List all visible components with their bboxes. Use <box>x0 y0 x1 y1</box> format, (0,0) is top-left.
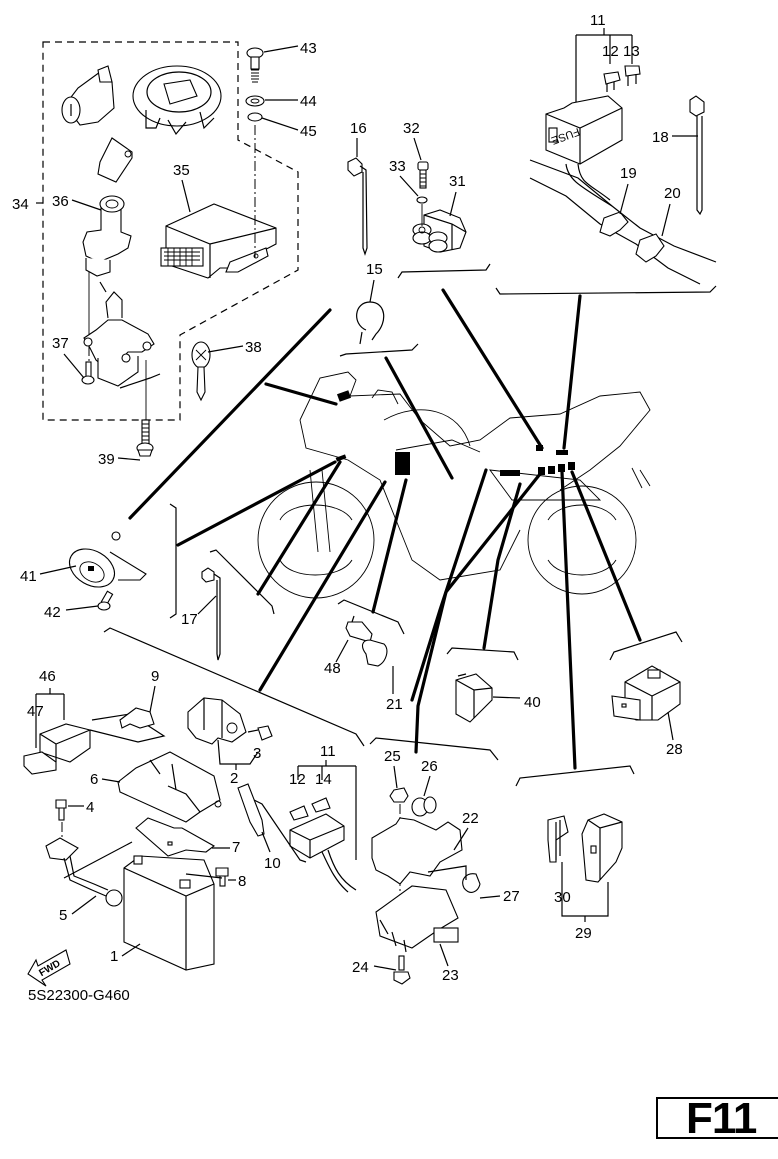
horn-part: 41 <box>20 531 147 588</box>
callout-11-top: 11 <box>590 12 606 29</box>
cable-tie-17: 17 <box>181 549 275 661</box>
callout-39: 39 <box>98 451 115 468</box>
forward-direction-arrow: FWD <box>27 949 71 987</box>
callout-19: 19 <box>620 165 637 182</box>
callout-22: 22 <box>462 810 479 827</box>
callout-48: 48 <box>324 660 341 677</box>
callout-46: 46 <box>39 668 56 685</box>
callout-5: 5 <box>59 907 67 924</box>
callout-26: 26 <box>421 758 438 775</box>
callout-12-top: 12 <box>602 43 619 60</box>
fuel-cap-part <box>132 65 222 136</box>
cable-tie-16: 16 <box>347 120 368 256</box>
callout-16: 16 <box>350 120 367 137</box>
callout-11-bottom: 11 <box>320 743 336 760</box>
callout-1: 1 <box>110 948 118 965</box>
callout-41: 41 <box>20 568 37 585</box>
callout-32: 32 <box>403 120 420 137</box>
callout-15: 15 <box>366 261 383 278</box>
callout-3: 3 <box>253 745 261 762</box>
callout-27: 27 <box>503 888 520 905</box>
ignition-lock-part <box>83 291 161 420</box>
battery-group: 46 47 9 2 3 6 10 11 12 14 <box>23 627 365 971</box>
hardware-43-45: 43 44 45 <box>245 40 317 258</box>
relay-bracket-31: 31 <box>412 173 467 253</box>
callout-6: 6 <box>90 771 98 788</box>
callout-2: 2 <box>230 770 238 787</box>
key-part: 38 <box>191 339 262 402</box>
seat-lock-part <box>61 65 115 126</box>
main-switch-part: 36 <box>52 193 132 340</box>
callout-40: 40 <box>524 694 541 711</box>
leader-lines <box>128 288 642 770</box>
bolt-32-washer-33: 32 33 <box>389 120 491 279</box>
callout-29: 29 <box>575 925 592 942</box>
part-diagram-code: 5S22300-G460 <box>28 987 130 1004</box>
callout-10: 10 <box>264 855 281 872</box>
callout-24: 24 <box>352 959 369 976</box>
callout-13: 13 <box>623 43 640 60</box>
callout-14: 14 <box>315 771 332 788</box>
callout-25: 25 <box>384 748 401 765</box>
callout-4: 4 <box>86 799 94 816</box>
clamp-48-21: 48 21 <box>324 599 405 713</box>
callout-36: 36 <box>52 193 69 210</box>
callout-47: 47 <box>27 703 44 720</box>
bolt-39: 39 <box>98 419 154 468</box>
callout-43: 43 <box>300 40 317 57</box>
relay-40: 40 <box>446 647 541 723</box>
callout-18: 18 <box>652 129 669 146</box>
callout-31: 31 <box>449 173 466 190</box>
callout-34: 34 <box>12 196 29 213</box>
callout-20: 20 <box>664 185 681 202</box>
callout-9: 9 <box>151 668 159 685</box>
module-28: 28 <box>609 631 683 758</box>
screw-37: 37 <box>52 335 95 385</box>
callout-8: 8 <box>238 873 246 890</box>
bracket-group-22-27: 25 26 22 23 27 24 <box>352 737 520 985</box>
clamp-15: 15 <box>339 261 419 357</box>
relay-29-30: 30 29 <box>515 765 635 942</box>
lock-set-group: 34 <box>12 41 299 421</box>
callout-33: 33 <box>389 158 406 175</box>
callout-28: 28 <box>666 741 683 758</box>
callout-37: 37 <box>52 335 69 352</box>
bolt-42: 42 <box>44 590 114 621</box>
callout-42: 42 <box>44 604 61 621</box>
fuse-box-group: 11 12 13 FUSE 19 20 18 <box>495 12 717 295</box>
callout-12-bottom: 12 <box>289 771 306 788</box>
section-tag-label: F11 <box>686 1097 757 1139</box>
callout-44: 44 <box>300 93 317 110</box>
horn-bracket <box>169 503 177 619</box>
callout-38: 38 <box>245 339 262 356</box>
section-tag: F11 <box>656 1097 778 1139</box>
ecu-unit-part: 35 <box>160 162 277 279</box>
callout-23: 23 <box>442 967 459 984</box>
lock-bracket-part <box>97 137 133 183</box>
callout-45: 45 <box>300 123 317 140</box>
callout-17: 17 <box>181 611 198 628</box>
callout-21: 21 <box>386 696 403 713</box>
callout-7: 7 <box>232 839 240 856</box>
callout-35: 35 <box>173 162 190 179</box>
